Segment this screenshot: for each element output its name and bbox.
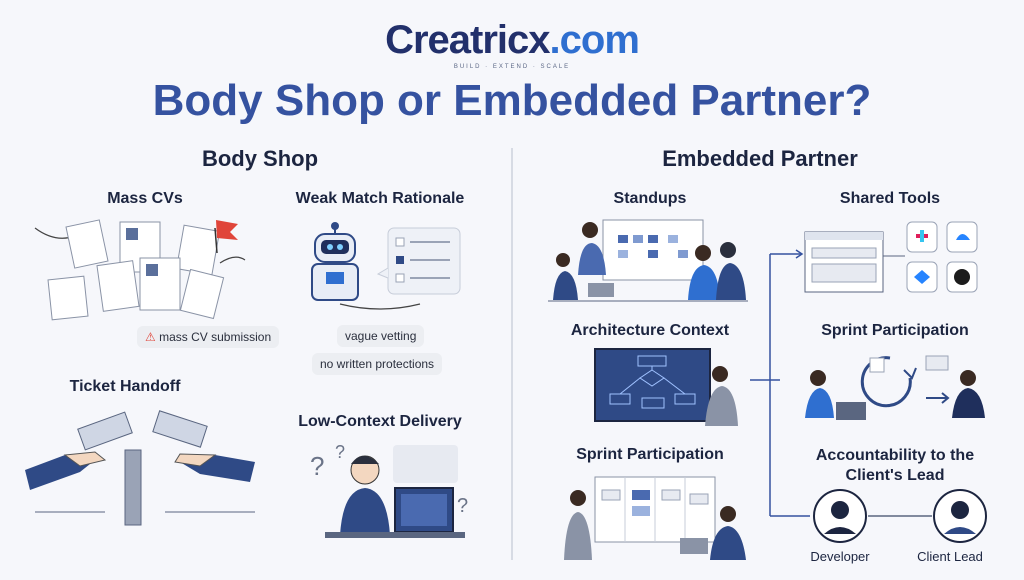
shared-tools-label: Shared Tools <box>839 190 941 207</box>
low-context-label: Low-Context Delivery <box>298 413 462 430</box>
warning-icon: ⚠ <box>145 330 156 344</box>
shared-tools-illustration <box>769 221 978 517</box>
page-title: Body Shop or Embedded Partner? <box>152 76 872 125</box>
architecture-illustration <box>594 348 780 426</box>
ticket-handoff-label: Ticket Handoff <box>69 378 181 395</box>
svg-text:?: ? <box>335 442 345 462</box>
client-lead-caption: Client Lead <box>917 549 983 564</box>
sprint-participation-bottom-label: Sprint Participation <box>576 446 724 463</box>
brand-tagline: BUILD · EXTEND · SCALE <box>453 64 571 70</box>
ticket-handoff-illustration <box>25 410 255 526</box>
brand-logo: Creatricx.com <box>0 18 1024 63</box>
sprint-bottom-illustration <box>564 476 746 560</box>
weak-match-label: Weak Match Rationale <box>295 190 465 207</box>
svg-text:?: ? <box>457 495 468 517</box>
brand-name: Creatricx <box>385 18 550 62</box>
standups-illustration <box>548 219 748 302</box>
architecture-context-label: Architecture Context <box>570 322 730 339</box>
body-shop-heading: Body Shop <box>201 146 319 171</box>
accountability-label: Accountability to the Client's Lead <box>815 447 975 484</box>
sprint-participation-top-label: Sprint Participation <box>821 322 969 339</box>
vague-vetting-tag: vague vetting <box>337 325 425 347</box>
embedded-partner-heading: Embedded Partner <box>662 146 858 171</box>
low-context-illustration: ? ? ? <box>310 442 468 538</box>
developer-caption: Developer <box>810 549 870 564</box>
mass-cv-submission-tag: ⚠ mass CV submission <box>137 326 280 348</box>
mass-cvs-illustration <box>34 219 246 321</box>
mass-cvs-label: Mass CVs <box>107 190 183 207</box>
robot-illustration <box>311 222 461 310</box>
column-divider <box>511 148 513 560</box>
standups-label: Standups <box>613 190 687 207</box>
brand-tld: .com <box>549 18 640 62</box>
no-written-protections-tag: no written protections <box>312 353 443 375</box>
accountability-illustration <box>813 489 987 543</box>
svg-text:?: ? <box>310 451 324 481</box>
sprint-top-illustration <box>805 355 985 420</box>
mass-cv-tag-label: mass CV submission <box>159 330 272 344</box>
